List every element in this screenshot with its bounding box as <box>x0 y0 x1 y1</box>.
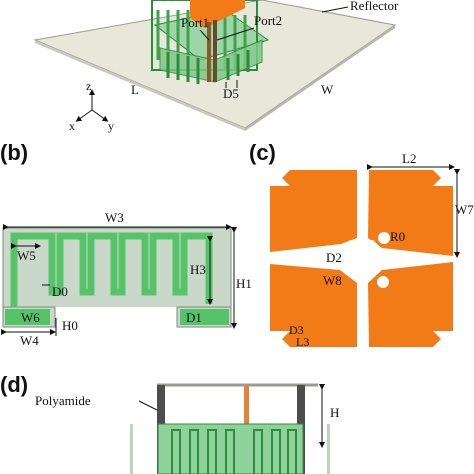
leader-port2 <box>216 27 255 41</box>
label-d1: D1 <box>186 310 202 325</box>
orange-patch <box>270 170 453 347</box>
label-w7: W7 <box>455 202 474 217</box>
quadrant-bottom-left <box>270 264 357 347</box>
label-h0: H0 <box>62 318 78 333</box>
meander-line <box>10 232 213 307</box>
notch-br <box>433 331 453 347</box>
label-w4: W4 <box>20 333 39 348</box>
panel-a: Reflector Port1 Port2 D5 L W z x y <box>33 0 399 133</box>
notch-tr <box>433 170 453 186</box>
label-r0: R0 <box>390 229 405 244</box>
axis-y: y <box>108 119 114 133</box>
label-d2: D2 <box>326 250 342 265</box>
panel-c: (c) L2 W7 R0 D2 W8 D3 L3 <box>249 140 474 349</box>
label-h: H <box>330 405 339 420</box>
label-port1: Port1 <box>181 15 209 30</box>
leader-port1 <box>199 29 210 41</box>
label-w6: W6 <box>21 310 40 325</box>
label-w3: W3 <box>105 210 124 225</box>
axis-triad: z x y <box>69 79 114 133</box>
reflector-edge <box>35 40 245 131</box>
reflector-edge-right <box>245 25 395 131</box>
panel-tag-b: (b) <box>0 140 28 165</box>
panel-tag-c: (c) <box>249 140 276 165</box>
center-octagon <box>341 240 382 275</box>
label-reflector: Reflector <box>350 0 399 13</box>
label-w: W <box>321 82 334 97</box>
label-l2: L2 <box>402 151 416 166</box>
hole-r0 <box>378 232 390 244</box>
cutout <box>55 307 177 335</box>
label-port2: Port2 <box>254 13 282 28</box>
quadrant-bottom-right <box>368 262 453 347</box>
label-w8: W8 <box>323 273 342 288</box>
side-strip-left <box>130 424 133 474</box>
hole-bottom <box>377 276 389 288</box>
panel-b: (b) W3 W5 D0 H3 H1 W6 H0 D1 W4 <box>0 140 252 348</box>
notch-tl <box>270 170 290 186</box>
label-polyamide: Polyamide <box>35 393 91 408</box>
label-l: L <box>131 82 139 97</box>
label-h1: H1 <box>236 276 252 291</box>
meander-front <box>171 429 297 474</box>
label-h3: H3 <box>190 262 206 277</box>
label-w5: W5 <box>17 248 36 263</box>
quadrant-top-left <box>270 170 357 252</box>
label-l3: L3 <box>296 335 309 349</box>
axis-z: z <box>86 79 91 93</box>
label-d0: D0 <box>52 284 68 299</box>
strip-front <box>157 423 304 474</box>
side-strip-right <box>327 424 330 474</box>
leader-reflector <box>321 6 349 13</box>
feed-left <box>5 309 50 325</box>
panel-tag-d: (d) <box>0 372 28 397</box>
panel-d: (d) Polyamide H <box>0 372 339 474</box>
antenna-3d <box>151 0 270 84</box>
notch-bl <box>270 331 290 347</box>
label-d3: D3 <box>289 323 304 337</box>
leader-polyamide <box>138 400 158 411</box>
quadrant-top-right <box>368 170 453 256</box>
label-d5: D5 <box>223 86 239 101</box>
feed-right <box>180 309 229 325</box>
axis-x: x <box>69 119 75 133</box>
